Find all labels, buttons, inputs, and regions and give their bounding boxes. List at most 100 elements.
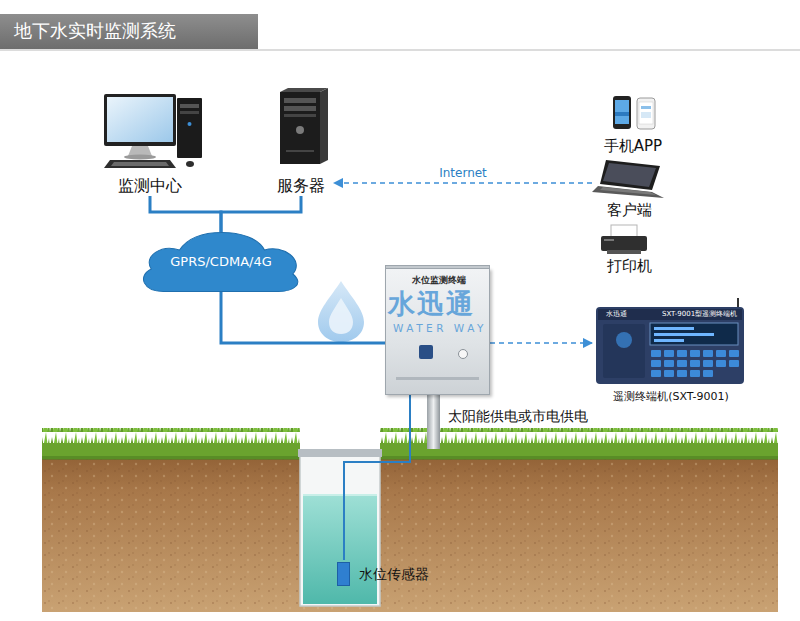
printer-icon-part — [601, 236, 647, 251]
computer-icon-part — [124, 155, 156, 160]
printer-icon-part — [604, 239, 614, 241]
computer-icon-part — [104, 94, 176, 146]
telemetry-device-picture-part-part — [677, 360, 687, 367]
telemetry-device-picture-part-part — [664, 370, 674, 377]
telemetry-device-picture-part-part — [703, 350, 713, 357]
computer-icon-part — [180, 111, 199, 114]
telemetry-dashed-arrow — [490, 342, 592, 344]
computer-icon-part — [180, 104, 199, 108]
telemetry-device-picture-part — [651, 350, 739, 377]
node-label: 手机APP — [604, 137, 662, 155]
cabinet-lip — [385, 265, 490, 269]
cabinet-lock — [458, 349, 468, 359]
laptop-icon-part — [592, 186, 664, 198]
telemetry-device-picture-part-part — [690, 370, 700, 377]
telemetry-device-picture-part — [654, 333, 714, 336]
telemetry-device-picture-part — [596, 307, 744, 384]
computer-icon-part — [188, 122, 192, 126]
server-node: 服务器 — [268, 88, 334, 196]
telemetry-device-picture-part-part — [651, 360, 661, 367]
laptop-icon-part — [600, 160, 660, 190]
telemetry-device-picture-part-part — [703, 370, 713, 377]
server-icon-part — [296, 126, 304, 134]
water-level-sensor: 水位传感器 — [337, 560, 437, 588]
cloud-label: GPRS/CDMA/4G — [170, 254, 272, 270]
watermark-text: 水迅通 — [388, 288, 475, 320]
telemetry-terminal-node: 遥测终端机(SXT-9001) — [592, 303, 750, 404]
node-label: 服务器 — [277, 176, 325, 195]
telemetry-device-picture-part-part — [703, 360, 713, 367]
cabinet-nameplate — [396, 377, 479, 380]
network-line — [150, 196, 221, 232]
telemetry-device-picture — [596, 298, 744, 384]
laptop-icon-part — [603, 163, 656, 187]
grass-part — [42, 428, 300, 444]
power-supply-label: 太阳能供电或市电供电 — [448, 408, 588, 425]
printer-icon — [601, 225, 647, 254]
node-label: 客户端 — [607, 201, 652, 219]
telemetry-device-picture-part-part — [677, 370, 687, 377]
telemetry-device-picture-part-part — [651, 370, 661, 377]
device-brand-text: 水迅通 — [606, 310, 627, 318]
watermark-drop-logo-part — [329, 298, 353, 334]
network-cloud: GPRS/CDMA/4G — [135, 232, 307, 292]
mounting-pole-part — [427, 395, 440, 449]
phone-icons-part — [615, 100, 629, 124]
node-label: 监测中心 — [118, 176, 182, 195]
telemetry-device-picture-part — [654, 339, 684, 342]
network-line — [221, 196, 301, 232]
computer-icon-part — [107, 97, 173, 142]
laptop-icon-part — [600, 187, 656, 195]
cabinet-emblem — [419, 345, 433, 359]
telemetry-device-picture-part-part — [716, 360, 726, 367]
telemetry-device-picture-part-part — [716, 350, 726, 357]
phone-icons-part — [613, 96, 631, 129]
device-model-text: SXT-9001型遥测终端机 — [662, 310, 737, 318]
well — [298, 449, 382, 606]
phone-icons — [613, 96, 655, 129]
server-icon-part — [284, 98, 316, 103]
telemetry-device-picture-part-part — [690, 360, 700, 367]
monitor-center-node: 监测中心 — [100, 88, 200, 196]
telemetry-device-picture-part-part — [729, 350, 739, 357]
cloud-shape — [143, 233, 297, 292]
server-icon-part — [320, 88, 328, 164]
telemetry-device-picture-part — [598, 309, 742, 320]
phone-icons-part — [637, 98, 655, 129]
telemetry-device-picture-part-part — [677, 350, 687, 357]
telemetry-device-picture-part — [603, 324, 645, 378]
computer-icon-part — [186, 161, 194, 167]
telemetry-device-picture-part — [616, 332, 632, 348]
ground-soil-part — [42, 452, 778, 612]
telemetry-device-picture-part — [654, 327, 694, 330]
network-line — [221, 292, 385, 343]
mounting-pole — [427, 395, 440, 449]
printer-node: 打印机 — [592, 222, 666, 276]
title-bar-part — [0, 49, 800, 51]
computer-icon-part — [111, 162, 169, 166]
phone-icons-part — [615, 112, 629, 116]
ground-soil-part — [42, 452, 778, 612]
grass-part — [42, 443, 300, 459]
server-icon-part — [280, 88, 328, 92]
server-icon-part — [284, 114, 316, 117]
edge-label: Internet — [436, 166, 490, 180]
telemetry-device-picture-part-part — [651, 350, 661, 357]
internet-dashed-arrow — [334, 182, 592, 184]
title-text: 地下水实时监测系统 — [14, 20, 176, 42]
server-icon-part — [280, 92, 320, 164]
well-part — [303, 494, 377, 604]
computer-icon-part — [104, 160, 176, 168]
sensor-label: 水位传感器 — [359, 566, 429, 583]
well-part — [303, 494, 377, 496]
telemetry-device-picture-part — [650, 323, 738, 345]
watermark-subtext: WATER WAY — [393, 322, 487, 335]
sensor-body — [337, 562, 350, 586]
phone-icons-part — [641, 112, 651, 118]
watermark-drop-logo-part — [318, 281, 364, 342]
well-part — [300, 452, 380, 606]
node-label: 打印机 — [607, 257, 652, 275]
phone-icons-part — [639, 102, 653, 124]
node-label: 遥测终端机(SXT-9001) — [613, 390, 729, 403]
